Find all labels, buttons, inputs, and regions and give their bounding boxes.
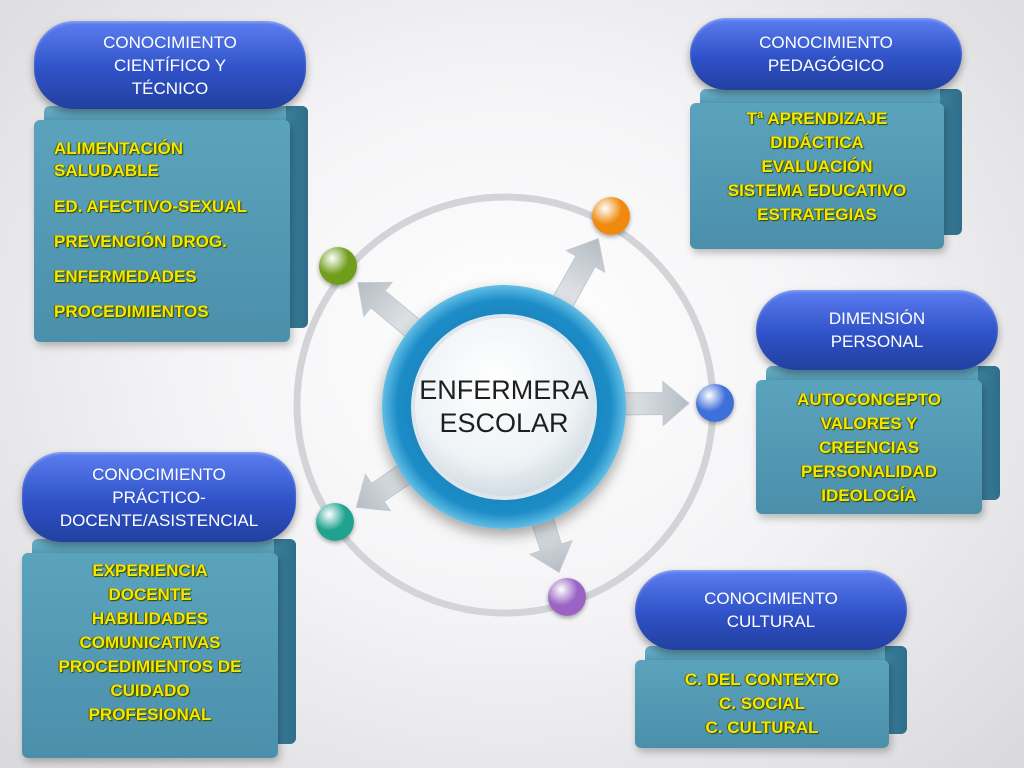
card-item: HABILIDADES xyxy=(91,609,209,628)
heading-line: DIMENSIÓN xyxy=(828,309,926,328)
card-item: PREVENCIÓN DROG. xyxy=(54,232,227,251)
box-top xyxy=(766,366,1000,384)
card-item: VALORES Y xyxy=(820,414,918,433)
card-item: SISTEMA EDUCATIVO xyxy=(727,181,907,200)
card-personal-box: AUTOCONCEPTO VALORES Y CREENCIAS PERSONA… xyxy=(756,366,1000,514)
node-dot-green xyxy=(319,247,357,285)
card-practico-heading: CONOCIMIENTO PRÁCTICO- DOCENTE/ASISTENCI… xyxy=(22,452,296,542)
box-top xyxy=(44,106,308,124)
center-hub: ENFERMERA ESCOLAR xyxy=(411,314,597,500)
heading-line: DOCENTE/ASISTENCIAL xyxy=(59,510,259,530)
center-label-line1: ENFERMERA xyxy=(419,375,589,405)
card-cientifico-box: ALIMENTACIÓN SALUDABLE ED. AFECTIVO-SEXU… xyxy=(34,106,308,342)
box-side xyxy=(940,89,962,235)
heading-line: CONOCIMIENTO xyxy=(103,32,237,52)
node-dot-orange xyxy=(592,197,630,235)
heading-line: CONOCIMIENTO xyxy=(759,33,893,52)
card-item: COMUNICATIVAS xyxy=(79,633,221,652)
card-item: IDEOLOGÍA xyxy=(821,486,917,505)
card-item: CUIDADO xyxy=(110,681,190,700)
heading-line: PEDAGÓGICO xyxy=(767,56,885,75)
card-item: Tª APRENDIZAJE xyxy=(746,109,888,128)
card-item: DOCENTE xyxy=(108,585,192,604)
box-top xyxy=(700,89,962,107)
heading-line: PERSONAL xyxy=(830,332,924,351)
card-item: C. SOCIAL xyxy=(719,694,805,713)
node-dot-blue xyxy=(696,384,734,422)
card-item: PROFESIONAL xyxy=(88,705,212,724)
box-side xyxy=(274,539,296,744)
card-item: CREENCIAS xyxy=(818,438,920,457)
heading-line: PRÁCTICO- xyxy=(112,487,206,507)
heading-line: CONOCIMIENTO xyxy=(92,464,226,484)
box-face xyxy=(22,553,278,758)
card-item: PROCEDIMIENTOS DE xyxy=(58,657,242,676)
card-cultural-heading: CONOCIMIENTO CULTURAL xyxy=(635,570,907,650)
box-side xyxy=(978,366,1000,500)
heading-line: TÉCNICO xyxy=(131,78,209,98)
box-face xyxy=(34,120,290,342)
card-practico-box: EXPERIENCIA DOCENTE HABILIDADES COMUNICA… xyxy=(22,539,296,758)
card-item: ALIMENTACIÓN SALUDABLE xyxy=(54,139,184,180)
card-item: PERSONALIDAD xyxy=(800,462,937,481)
box-face xyxy=(756,380,982,514)
box-face xyxy=(635,660,889,748)
arrow-right xyxy=(616,380,690,427)
node-dot-teal xyxy=(316,503,354,541)
card-item: PROCEDIMIENTOS xyxy=(54,302,209,321)
box-top xyxy=(645,646,907,664)
heading-line: CONOCIMIENTO xyxy=(704,589,838,608)
box-face xyxy=(690,103,944,249)
card-item: ED. AFECTIVO-SEXUAL xyxy=(54,197,247,216)
node-dot-purple xyxy=(548,578,586,616)
box-side xyxy=(286,106,308,328)
card-item: ENFERMEDADES xyxy=(54,267,197,286)
card-item: EVALUACIÓN xyxy=(761,157,873,176)
box-side xyxy=(885,646,907,734)
card-personal-heading: DIMENSIÓN PERSONAL xyxy=(756,290,998,370)
card-item: EXPERIENCIA xyxy=(92,561,208,580)
card-item: DIDÁCTICA xyxy=(770,133,864,152)
card-pedagogico-box: Tª APRENDIZAJE DIDÁCTICA EVALUACIÓN SIST… xyxy=(690,89,962,249)
heading-line: CIENTÍFICO Y xyxy=(113,55,227,75)
heading-line: CULTURAL xyxy=(726,612,816,631)
card-cientifico-heading: CONOCIMIENTO CIENTÍFICO Y TÉCNICO xyxy=(34,21,306,109)
card-cultural-box: C. DEL CONTEXTO C. SOCIAL C. CULTURAL xyxy=(635,646,907,748)
center-label-line2: ESCOLAR xyxy=(439,408,569,438)
card-item: AUTOCONCEPTO xyxy=(797,390,941,409)
card-item: C. DEL CONTEXTO xyxy=(684,670,840,689)
card-pedagogico-heading: CONOCIMIENTO PEDAGÓGICO xyxy=(690,18,962,90)
arrow-upper-right xyxy=(549,238,606,314)
box-top xyxy=(32,539,296,557)
card-item: ESTRATEGIAS xyxy=(757,205,877,224)
card-item: C. CULTURAL xyxy=(705,718,819,737)
